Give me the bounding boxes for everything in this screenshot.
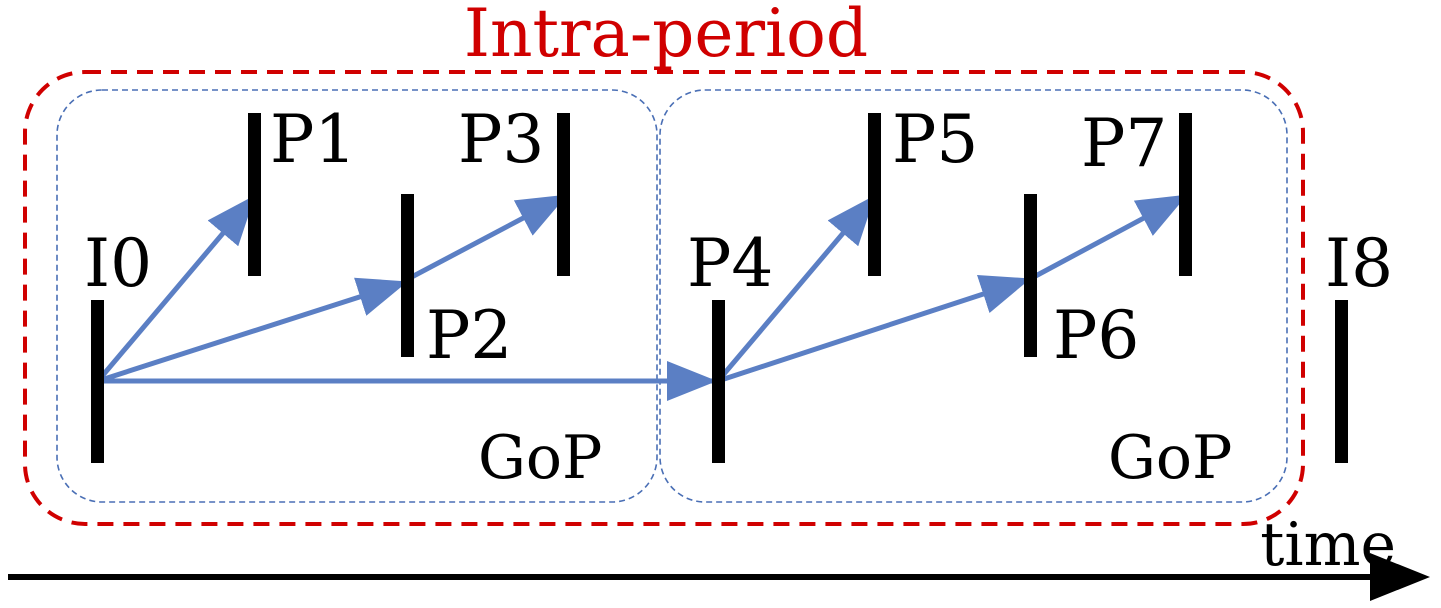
gop-label-1: GoP	[478, 423, 602, 493]
frame-bar-p7	[1179, 113, 1192, 276]
frame-label-i0: I0	[84, 225, 152, 302]
frame-label-p2: P2	[426, 297, 512, 374]
frame-bar-i0	[91, 300, 104, 463]
frame-label-p6: P6	[1053, 297, 1139, 374]
reference-arrow-i0-p2	[97, 277, 408, 384]
frame-label-i8: I8	[1325, 225, 1393, 302]
reference-arrow-p6-p7	[1028, 194, 1188, 282]
reference-arrows	[96, 194, 1188, 401]
intra-period-title: Intra-period	[464, 0, 868, 72]
frame-bar-i8	[1335, 300, 1348, 463]
reference-arrow-p4-p5	[716, 195, 876, 383]
frame-bar-p6	[1024, 194, 1037, 357]
frame-label-p7: P7	[1081, 105, 1167, 182]
frame-labels: I0 P1 P2 P3 P4 P5 P6 P7 I8	[84, 101, 1393, 374]
reference-arrow-i0-p1	[96, 195, 256, 383]
frame-bar-p3	[557, 113, 570, 276]
intra-period-box	[23, 70, 1305, 526]
frame-bar-p1	[248, 113, 261, 276]
time-axis-label: time	[1260, 510, 1396, 580]
gop-box-1	[56, 89, 658, 503]
frame-label-p3: P3	[458, 101, 544, 178]
reference-arrow-p2-p3	[404, 194, 568, 283]
frame-bar-p2	[401, 194, 414, 357]
frame-bar-p4	[712, 300, 725, 463]
frame-bar-p5	[868, 113, 881, 276]
frame-label-p4: P4	[687, 225, 773, 302]
frame-label-p5: P5	[892, 101, 978, 178]
reference-arrow-p4-p6	[717, 275, 1031, 384]
gop-label-2: GoP	[1108, 423, 1232, 493]
frame-label-p1: P1	[270, 101, 356, 178]
frame-bars	[91, 113, 1348, 463]
